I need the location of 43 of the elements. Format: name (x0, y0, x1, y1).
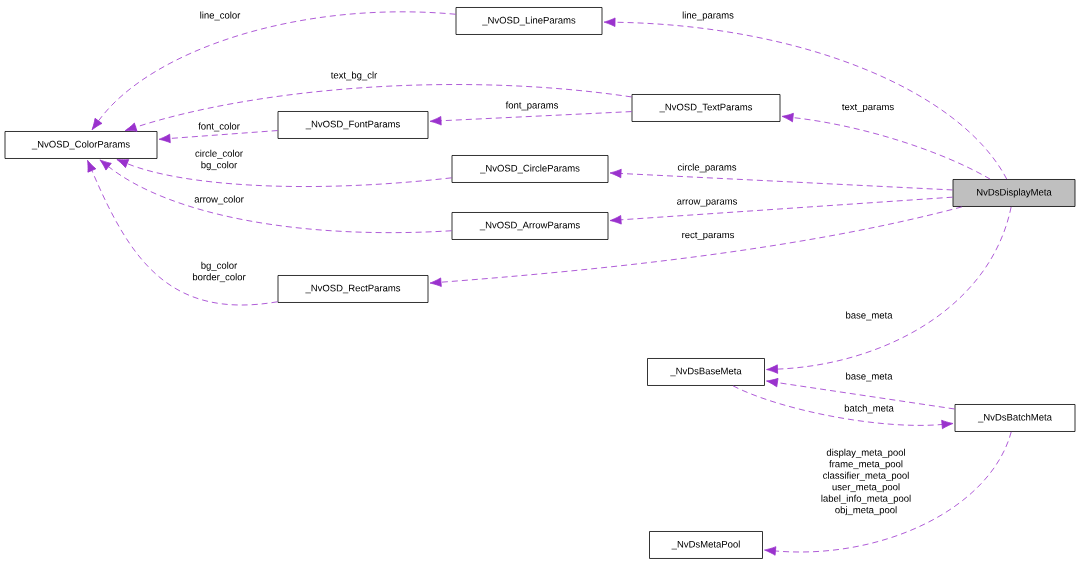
edge-label: text_bg_clr (330, 71, 378, 81)
dependency-arrow (87, 159, 278, 306)
dependency-arrow (732, 385, 954, 430)
class-box: _NvOSD_LineParams (455, 7, 603, 35)
dependency-arrow (91, 11, 456, 131)
class-box: _NvOSD_RectParams (277, 275, 429, 303)
dependency-arrow (603, 17, 1008, 180)
dependency-arrow (609, 196, 953, 225)
dependency-arrow (766, 206, 1012, 374)
class-box: _NvDsBaseMeta (647, 358, 765, 386)
dependency-arrow (766, 377, 955, 410)
edge-label: base_meta (846, 311, 893, 321)
class-box: _NvOSD_CircleParams (451, 155, 609, 183)
class-box: _NvDsMetaPool (649, 531, 763, 559)
dependency-arrow (116, 159, 452, 187)
dependency-arrow (429, 111, 632, 126)
class-box: _NvOSD_TextParams (631, 94, 781, 122)
class-box: _NvOSD_ColorParams (4, 131, 158, 159)
dependency-arrow (158, 130, 278, 144)
edge-label: arrow_color (194, 195, 244, 205)
edge-label: circle_params (677, 163, 737, 173)
edge-label: base_meta (846, 372, 893, 382)
dependency-arrow (764, 431, 1012, 556)
edge-label: font_params (505, 101, 559, 111)
dependency-arrow (429, 206, 963, 287)
class-box: _NvOSD_ArrowParams (451, 212, 609, 240)
edge-label: line_color (200, 11, 241, 21)
edge-label: line_params (682, 11, 734, 21)
edge-label: text_params (842, 103, 894, 113)
edge-label: batch_meta (844, 404, 894, 414)
dependency-arrow (99, 159, 452, 233)
class-box: _NvOSD_FontParams (277, 111, 429, 139)
class-box: _NvDsBatchMeta (954, 404, 1076, 432)
edge-label: arrow_params (677, 199, 737, 207)
edge-label: font_color (198, 122, 240, 132)
edge-label: bg_color border_color (192, 261, 246, 283)
edge-label: circle_color bg_color (195, 149, 243, 171)
class-box: NvDsDisplayMeta (952, 179, 1076, 207)
edge-label: rect_params (682, 231, 735, 241)
dependency-arrow (609, 168, 953, 191)
edge-label: display_meta_pool frame_meta_pool classifier_meta_pool user_meta_pool label_info_meta_pool obj_meta_pool (821, 448, 911, 516)
dependency-arrow (124, 84, 632, 132)
dependency-arrow (781, 112, 991, 180)
